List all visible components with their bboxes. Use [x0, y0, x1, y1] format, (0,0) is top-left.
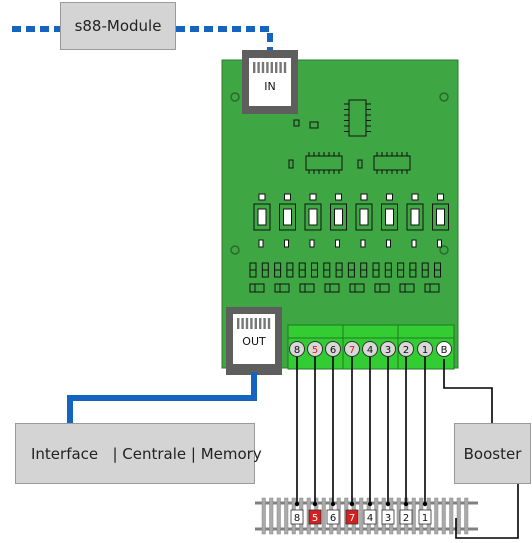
- terminal-label: 2: [403, 345, 409, 356]
- track-section-marker: [418, 509, 432, 525]
- terminal-label: 1: [422, 345, 428, 356]
- mount-hole: [230, 92, 240, 102]
- booster-box: Booster: [454, 423, 531, 484]
- terminal-block: 8 5 6 7 4 3 2 1 B: [287, 324, 455, 370]
- ic-chip: [373, 155, 411, 171]
- terminal-screw: [380, 341, 396, 357]
- track-section-marker: [290, 509, 304, 525]
- interface-label: Interface | Centrale | Memory: [31, 444, 262, 463]
- track-section-marker: [326, 509, 340, 525]
- terminal-label: 3: [385, 345, 391, 356]
- track-section-marker: [308, 509, 322, 525]
- terminal-label: 6: [330, 345, 336, 356]
- s88-module-label: s88-Module: [74, 17, 162, 35]
- mount-hole: [230, 245, 240, 255]
- terminal-label: 8: [294, 345, 300, 356]
- track-section-marker: [399, 509, 413, 525]
- terminal-screw: [398, 341, 414, 357]
- terminal-label: B: [441, 345, 448, 356]
- feeder-wires: [294, 357, 428, 507]
- terminal-screw: [325, 341, 341, 357]
- track-section-label: 1: [422, 513, 428, 524]
- interface-box: Interface | Centrale | Memory: [15, 423, 262, 484]
- ic-chip: [348, 99, 367, 137]
- out-connector: OUT: [226, 307, 282, 375]
- track-section-marker: [363, 509, 377, 525]
- track-section-marker: [381, 509, 395, 525]
- terminal-label: 5: [312, 345, 318, 356]
- track-section-marker: [345, 509, 359, 525]
- track-section-label: 5: [312, 513, 318, 524]
- booster-wire-b: [443, 359, 493, 423]
- terminal-label: 7: [349, 345, 355, 356]
- s88-module-box: s88-Module: [60, 2, 176, 50]
- terminal-screw: [362, 341, 378, 357]
- track-section-label: 7: [349, 513, 355, 524]
- interface-cable: [67, 372, 257, 423]
- booster-wire-track: [455, 484, 519, 539]
- pcb-components: [249, 99, 449, 293]
- terminal-screw: [344, 341, 360, 357]
- ic-chip: [305, 155, 343, 171]
- in-connector-label: IN: [264, 80, 275, 93]
- terminal-screw: [436, 341, 452, 357]
- s88-bus-cable: [12, 26, 273, 58]
- track-section-label: 3: [385, 513, 391, 524]
- track: 8 5 6 7 4 3 2 1: [255, 497, 478, 535]
- track-section-label: 4: [367, 513, 373, 524]
- terminal-screw: [417, 341, 433, 357]
- out-connector-label: OUT: [242, 335, 266, 348]
- track-section-label: 2: [403, 513, 409, 524]
- terminal-label: 4: [367, 345, 373, 356]
- terminal-screw: [307, 341, 323, 357]
- booster-label: Booster: [463, 444, 522, 463]
- terminal-screw: [289, 341, 305, 357]
- track-section-label: 6: [330, 513, 336, 524]
- mount-hole: [439, 92, 449, 102]
- in-connector: IN: [242, 50, 298, 114]
- track-section-label: 8: [294, 513, 300, 524]
- mount-hole: [439, 245, 449, 255]
